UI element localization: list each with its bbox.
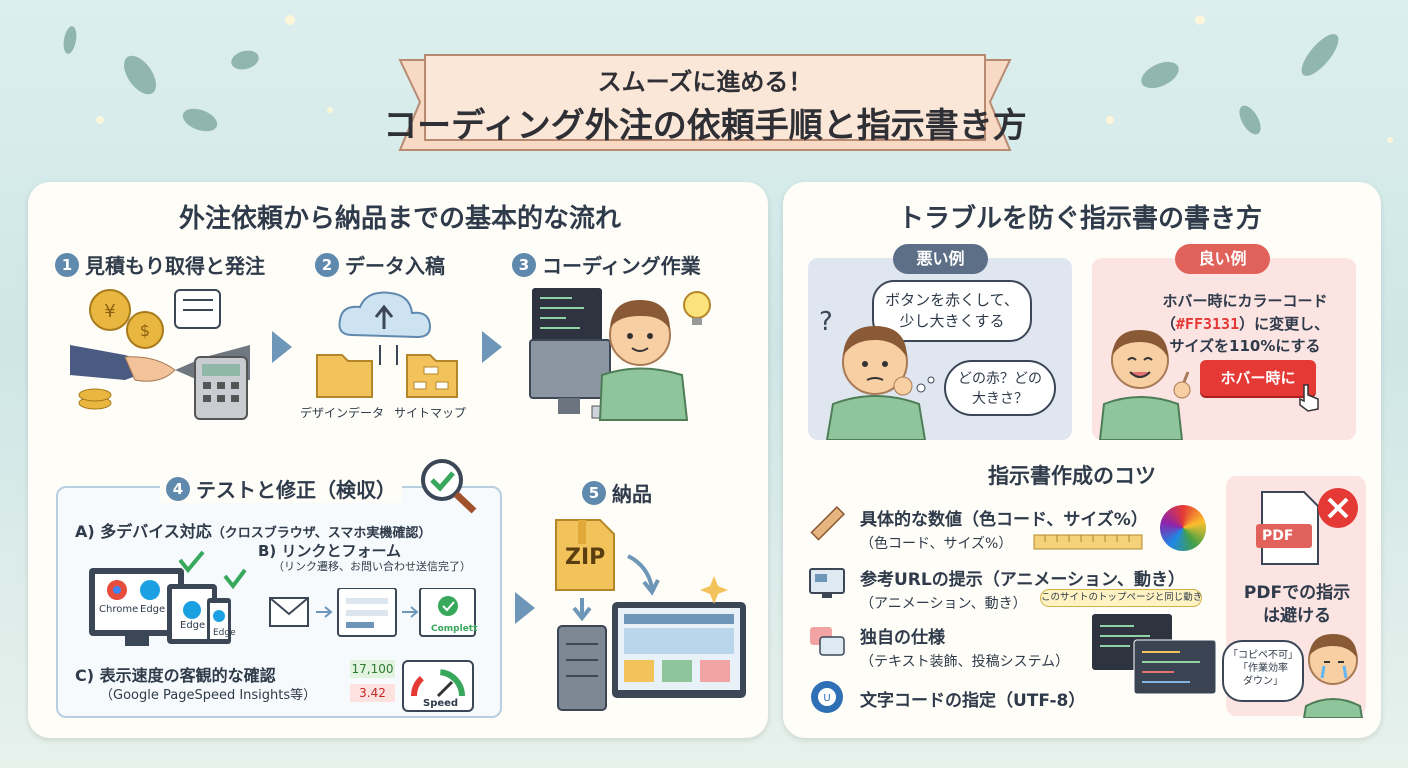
instruction-title: トラブルを防ぐ指示書の書き方 [897, 204, 1262, 234]
multi-device-illustration [89, 550, 247, 646]
browser-edge: Edge [140, 604, 166, 615]
reference-note: このサイトのトップページと同じ動き [1040, 589, 1202, 607]
svg-text:U: U [823, 693, 830, 704]
pdf-icon-label: PDF [1262, 528, 1294, 544]
test-b-label: B) リンクとフォーム [258, 542, 402, 560]
score-low: 3.42 [350, 684, 395, 702]
browser-edge-phone: Edge [213, 628, 236, 638]
bad-example-label: 悪い例 [893, 244, 988, 274]
hover-button[interactable]: ホバー時に [1200, 360, 1316, 396]
svg-text:?: ? [819, 307, 833, 337]
tips-title: 指示書作成のコツ [988, 464, 1156, 488]
chat-icon [810, 627, 845, 656]
delivery-illustration [555, 519, 746, 711]
tip-charset: U 文字コードの指定（UTF-8） [808, 678, 1085, 716]
tip-custom-spec: 独自の仕様（テキスト装飾、投稿システム） [808, 623, 1069, 671]
tip-reference-url: 参考URLの提示（アニメーション、動き）（アニメーション、動き） [808, 565, 1185, 613]
bad-thought-bubble: どの赤？どの大きさ？ [944, 360, 1056, 416]
banner-title: コーディング外注の依頼手順と指示書き方 [383, 106, 1027, 146]
cursor-icon [1299, 384, 1319, 412]
magnifier-check-icon [421, 459, 477, 514]
good-example-label: 良い例 [1175, 244, 1270, 274]
form-flow-illustration [269, 588, 476, 637]
test-a-label: A) 多デバイス対応（クロスブラウザ、スマホ実機確認） [75, 522, 432, 541]
tip-specific-values: 具体的な数値（色コード、サイズ%）（色コード、サイズ%） [808, 505, 1148, 553]
coding-illustration [529, 288, 711, 421]
sitemap-label: サイトマップ [394, 406, 467, 420]
pdf-file-icon [1256, 488, 1358, 565]
pdf-warning-line2: は避ける [1263, 606, 1331, 626]
confused-person-illustration: ? [819, 307, 935, 440]
monitor-icon [809, 568, 845, 598]
pdf-warning-line1: PDFでの指示 [1243, 583, 1351, 603]
browser-chrome: Chrome [99, 604, 139, 615]
svg-text:¥: ¥ [104, 301, 115, 322]
good-instruction-text: ホバー時にカラーコード （#FF3131）に変更し、 サイズを110%にする [1160, 292, 1330, 355]
design-data-label: デザインデータ [300, 406, 385, 420]
complete-label: Complett [431, 624, 478, 634]
flow-title: 外注依頼から納品までの基本的な流れ [150, 198, 650, 235]
zip-label: ZIP [565, 545, 606, 570]
arrow-icon [272, 331, 292, 363]
charset-icon: U [811, 681, 843, 713]
arrow-icon [515, 592, 535, 624]
test-c-note: （Google PageSpeed Insights等） [100, 688, 317, 703]
banner-subtitle: スムーズに進める！ [597, 68, 813, 96]
browser-edge-tablet: Edge [180, 620, 206, 631]
test-c-label: C) 表示速度の客観的な確認 [75, 666, 276, 685]
speed-label: Speed [423, 698, 459, 709]
color-wheel-icon [1160, 505, 1206, 551]
crying-person-illustration [1302, 634, 1364, 718]
pdf-complaint-bubble: 「コピペ不可」「作業効率ダウン」 [1222, 640, 1304, 702]
happy-person-illustration [1098, 330, 1191, 440]
title-banner: スムーズに進める！ コーディング外注の依頼手順と指示書き方 [380, 40, 1030, 165]
svg-text:$: $ [140, 321, 150, 340]
score-high: 17,100 [350, 660, 395, 678]
ruler-icon [810, 505, 846, 541]
test-b-note: （リンク遷移、お問い合わせ送信完了） [273, 560, 471, 573]
arrow-icon [482, 331, 502, 363]
ruler-bar-icon [1033, 534, 1143, 550]
speed-gauge-icon [402, 660, 474, 712]
code-window-illustration [1092, 614, 1217, 695]
bad-instruction-bubble: ボタンを赤くして、少し大きくする [872, 280, 1032, 342]
handshake-illustration: ¥ $ [70, 289, 250, 420]
data-upload-illustration [316, 291, 458, 398]
